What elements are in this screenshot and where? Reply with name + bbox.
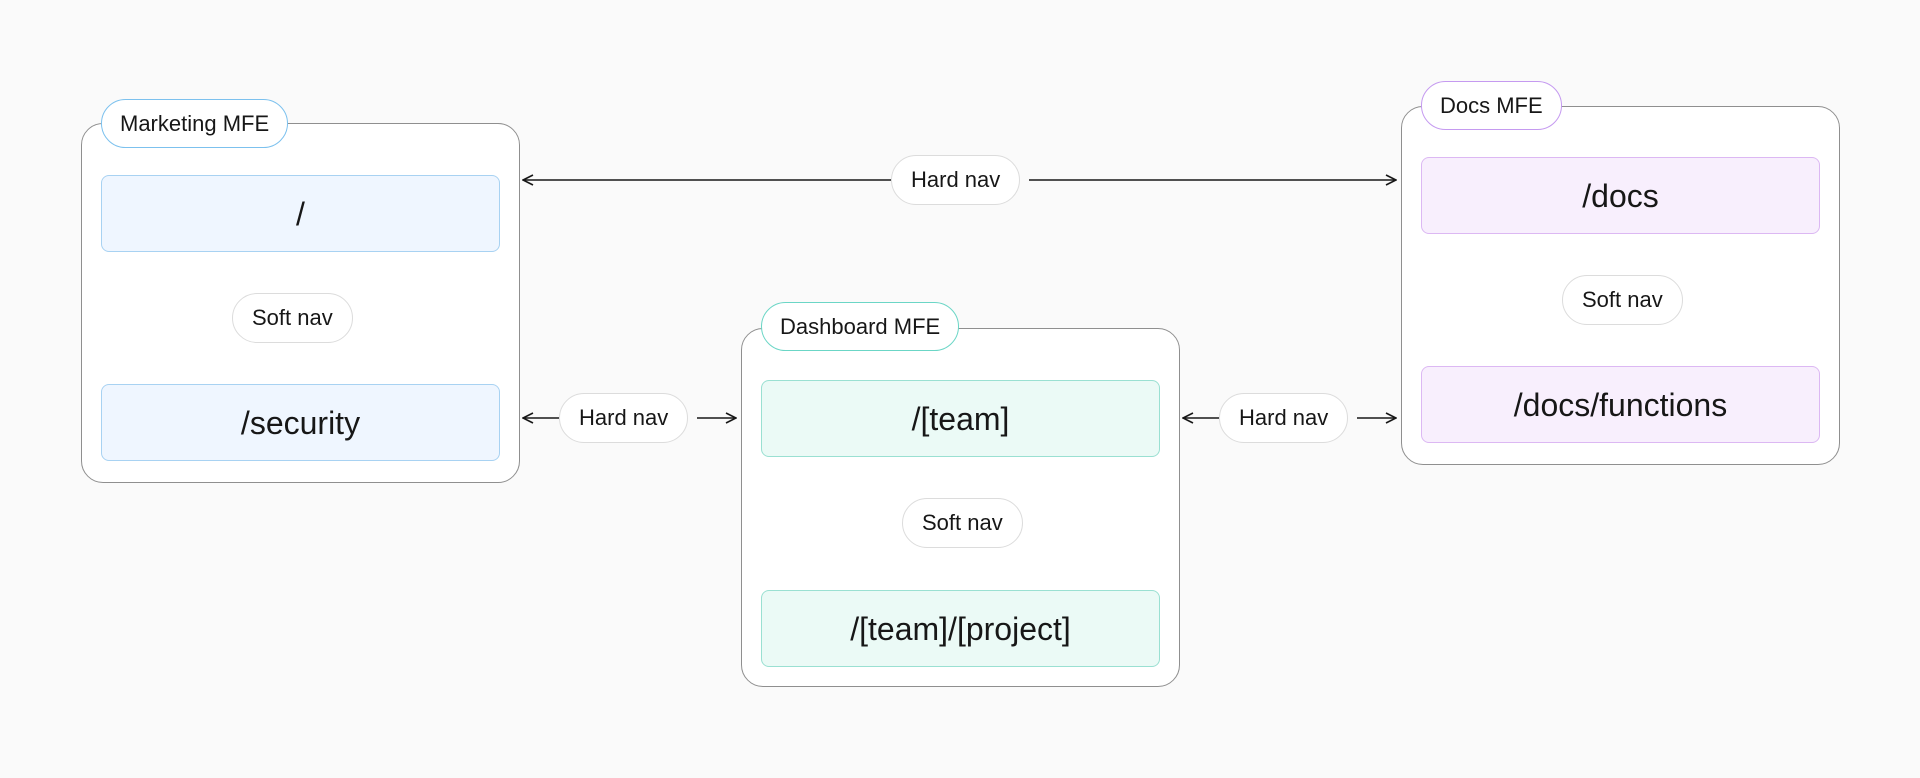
route-team-project: /[team]/[project] [761,590,1160,667]
marketing-soft-nav-pill: Soft nav [232,293,353,343]
route-docs-functions: /docs/functions [1421,366,1820,443]
docs-mfe-label: Docs MFE [1421,81,1562,130]
route-root: / [101,175,500,252]
route-team: /[team] [761,380,1160,457]
hard-nav-pill-dashboard-docs: Hard nav [1219,393,1349,443]
hard-nav-pill-marketing-docs: Hard nav [891,155,1021,205]
dashboard-mfe-label: Dashboard MFE [761,302,960,351]
dashboard-soft-nav-pill: Soft nav [902,498,1023,548]
marketing-mfe-label: Marketing MFE [101,99,289,148]
docs-soft-nav-pill: Soft nav [1562,275,1683,325]
hard-nav-pill-marketing-dashboard: Hard nav [559,393,689,443]
route-docs: /docs [1421,157,1820,234]
route-security: /security [101,384,500,461]
